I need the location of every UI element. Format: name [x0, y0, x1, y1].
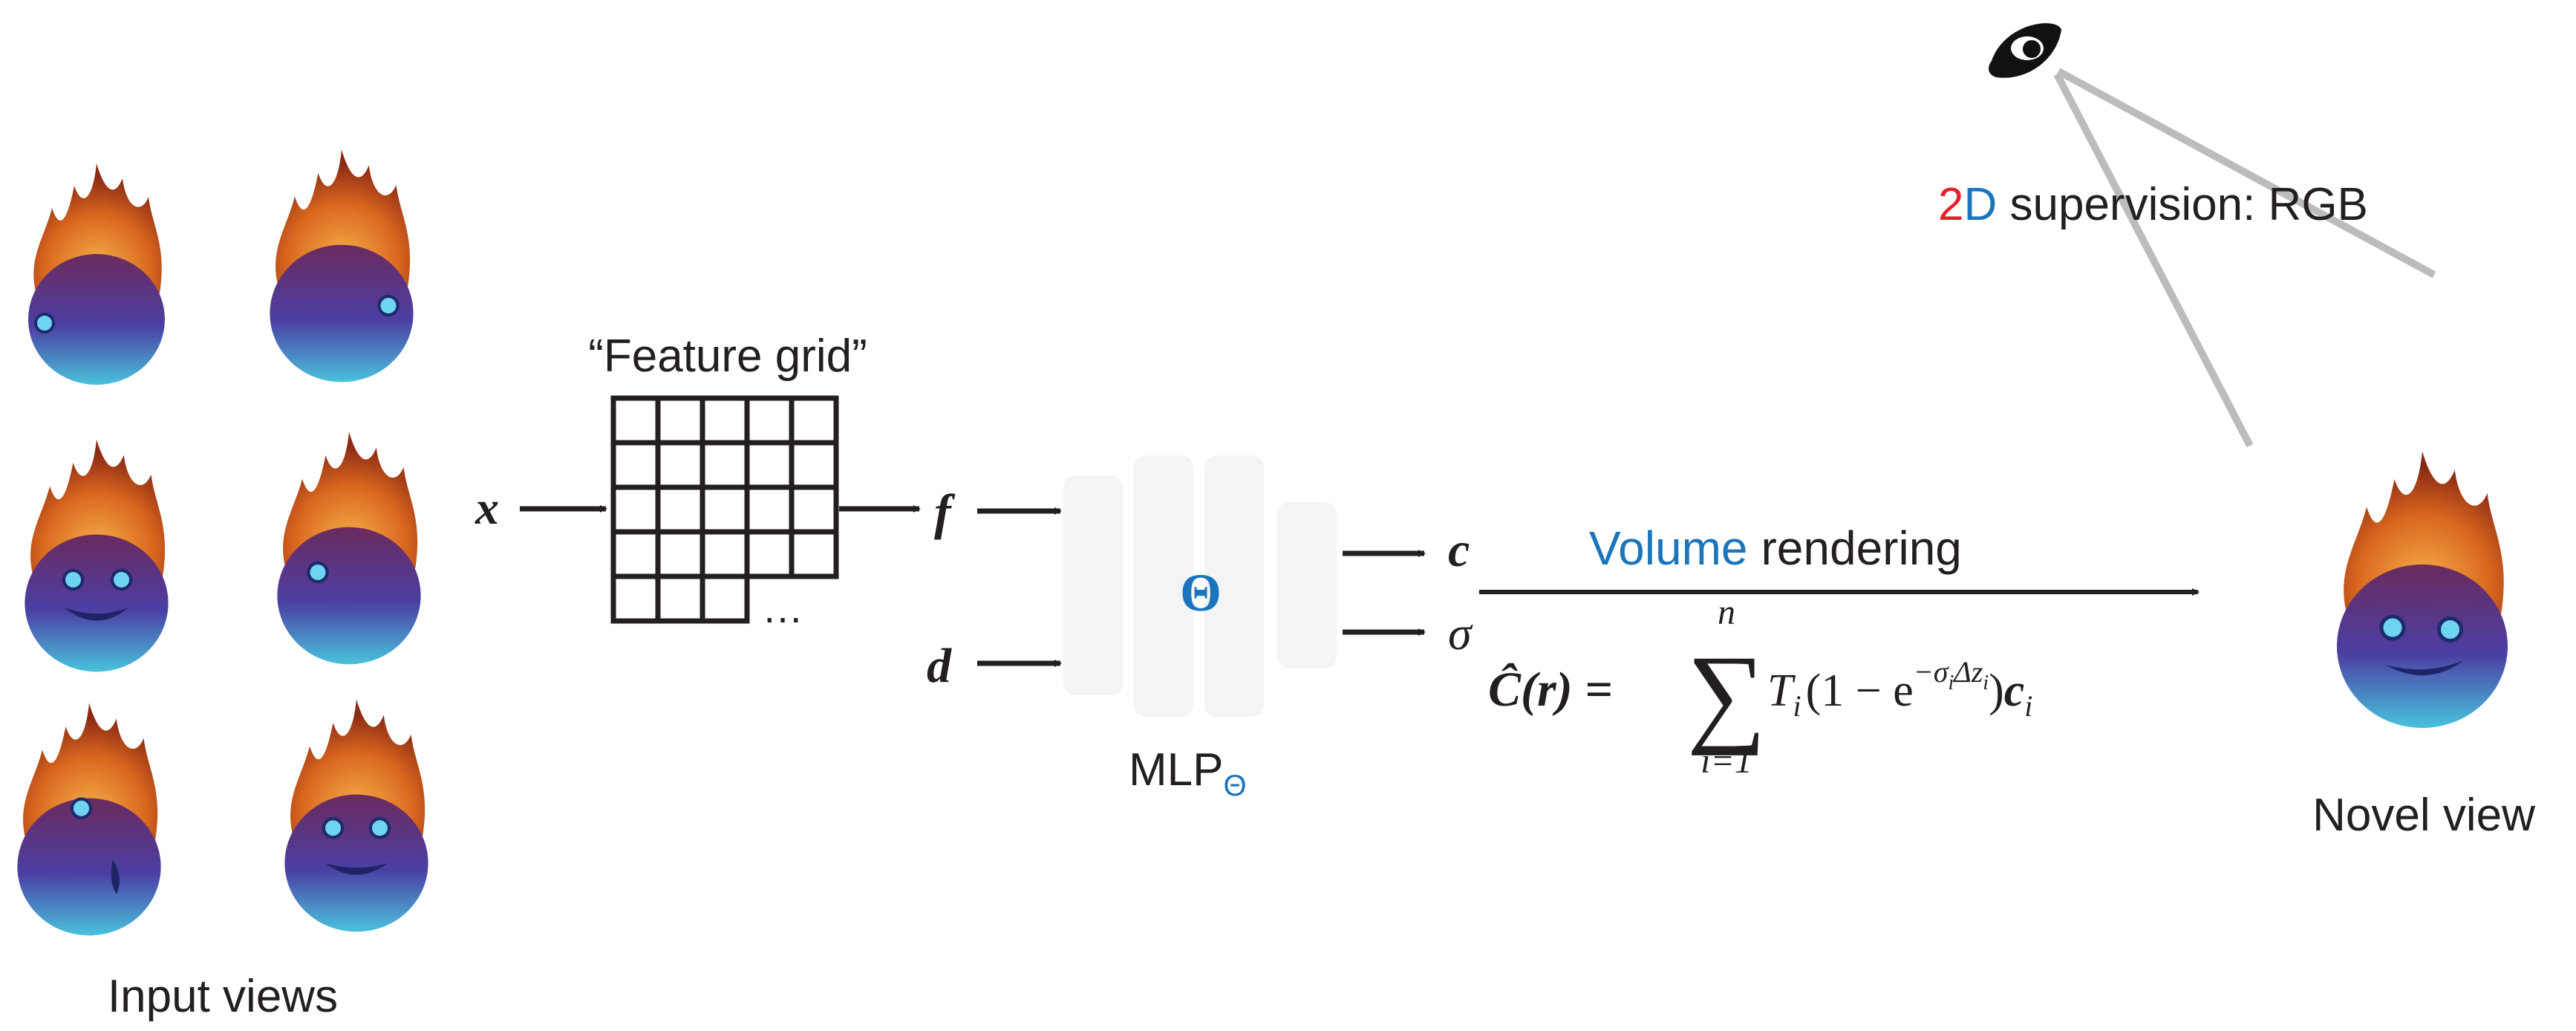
creature-eye [307, 561, 329, 584]
creature-eye [34, 313, 55, 334]
color-output-label: c [1448, 523, 1470, 577]
equation-sum-symbol: ∑ [1687, 633, 1767, 756]
volume-word: Volume [1589, 521, 1747, 575]
input-view-1 [28, 163, 165, 385]
feature-grid-cell [655, 395, 705, 446]
creature-mouth [111, 859, 120, 894]
mlp-theta-symbol: Θ [1180, 563, 1222, 622]
novel-view-label: Novel view [2312, 790, 2535, 841]
input-view-4 [277, 432, 421, 665]
camera-rays [2053, 68, 2436, 448]
feature-grid-cell [789, 440, 839, 490]
eye-icon [1989, 23, 2061, 78]
feature-grid-cell [610, 395, 661, 446]
input-views-label: Input views [108, 971, 338, 1022]
volume-rendering-label: Volume rendering [1589, 521, 1962, 575]
creature-body [2337, 565, 2508, 728]
direction-input-label: d [927, 639, 952, 693]
creature-eye [368, 817, 391, 839]
feature-grid-cell [700, 529, 750, 579]
feature-grid-cell [744, 395, 795, 446]
creature-body [17, 798, 161, 936]
feature-grid-cell [700, 440, 750, 490]
equation-lhs: Ĉ(r) = [1488, 663, 1613, 717]
density-output-label: σ [1448, 607, 1473, 660]
camera-ray-upper [2056, 68, 2436, 279]
supervision-rest: supervision: RGB [1997, 179, 2368, 230]
feature-grid [610, 395, 839, 624]
supervision-D: D [1963, 179, 1997, 230]
creature-eye [62, 568, 85, 591]
feature-grid-cell [610, 484, 661, 535]
input-view-6 [284, 699, 428, 932]
feature-grid-cell [700, 484, 750, 535]
feature-grid-cell [700, 395, 750, 446]
supervision-label: 2D supervision: RGB [1938, 179, 2368, 230]
volume-rendering-equation: Ĉ(r) = n ∑ i=1 Ti(1 − e−σiΔzi)ci [1488, 593, 2032, 781]
feature-grid-cell [789, 529, 839, 579]
creature-eye [322, 817, 345, 839]
position-input-label: x [475, 481, 499, 534]
feature-grid-cell [655, 484, 705, 535]
feature-grid-cell [744, 529, 795, 579]
mlp-network [1063, 455, 1337, 717]
mlp-label-subscript: Θ [1223, 770, 1246, 802]
creature-mouth [325, 863, 388, 875]
creature-body [28, 254, 165, 385]
creature-eye [70, 797, 93, 819]
mlp-layer-4 [1277, 502, 1337, 669]
creature-body [284, 794, 428, 932]
equation-body: Ti(1 − e−σiΔzi)ci [1767, 655, 2032, 723]
input-view-3 [25, 439, 169, 672]
creature-eye [110, 568, 133, 591]
mlp-label-text: MLP [1129, 744, 1223, 796]
creature-body [277, 527, 421, 665]
feature-grid-cell [655, 440, 705, 490]
novel-view-image [2337, 451, 2508, 728]
rendering-word: rendering [1761, 521, 1961, 575]
feature-grid-ellipsis: … [762, 585, 803, 631]
mlp-label: MLPΘ [1129, 744, 1247, 802]
creature-eye [377, 294, 400, 317]
mlp-layer-2 [1134, 455, 1193, 717]
feature-grid-cell [744, 484, 795, 535]
feature-grid-cell [789, 484, 839, 535]
camera-ray-lower [2053, 72, 2254, 448]
creature-body [270, 244, 414, 383]
feature-grid-cell [610, 440, 661, 490]
feature-vector-label: f [934, 484, 956, 540]
input-view-images [17, 149, 428, 936]
creature-eye [2379, 614, 2406, 641]
input-view-2 [270, 149, 414, 383]
novel-view-creature [2337, 451, 2508, 728]
mlp-layer-3 [1204, 455, 1264, 717]
feature-grid-cell [744, 440, 795, 490]
supervision-2: 2 [1938, 179, 1963, 230]
equation-sum-top: n [1718, 593, 1735, 632]
feature-grid-cell [700, 573, 750, 624]
equation-sum-bottom: i=1 [1701, 741, 1752, 781]
feature-grid-cell [655, 573, 705, 624]
input-view-5 [17, 703, 161, 936]
feature-grid-cell [610, 529, 661, 579]
creature-body [25, 534, 169, 672]
feature-grid-cell [789, 395, 839, 446]
mlp-layer-1 [1063, 475, 1123, 695]
feature-grid-caption: “Feature grid” [588, 331, 867, 382]
creature-mouth [63, 607, 130, 621]
feature-grid-cell [655, 529, 705, 579]
creature-eye [2437, 617, 2463, 643]
feature-grid-cell [610, 573, 661, 624]
creature-mouth [2385, 660, 2465, 676]
